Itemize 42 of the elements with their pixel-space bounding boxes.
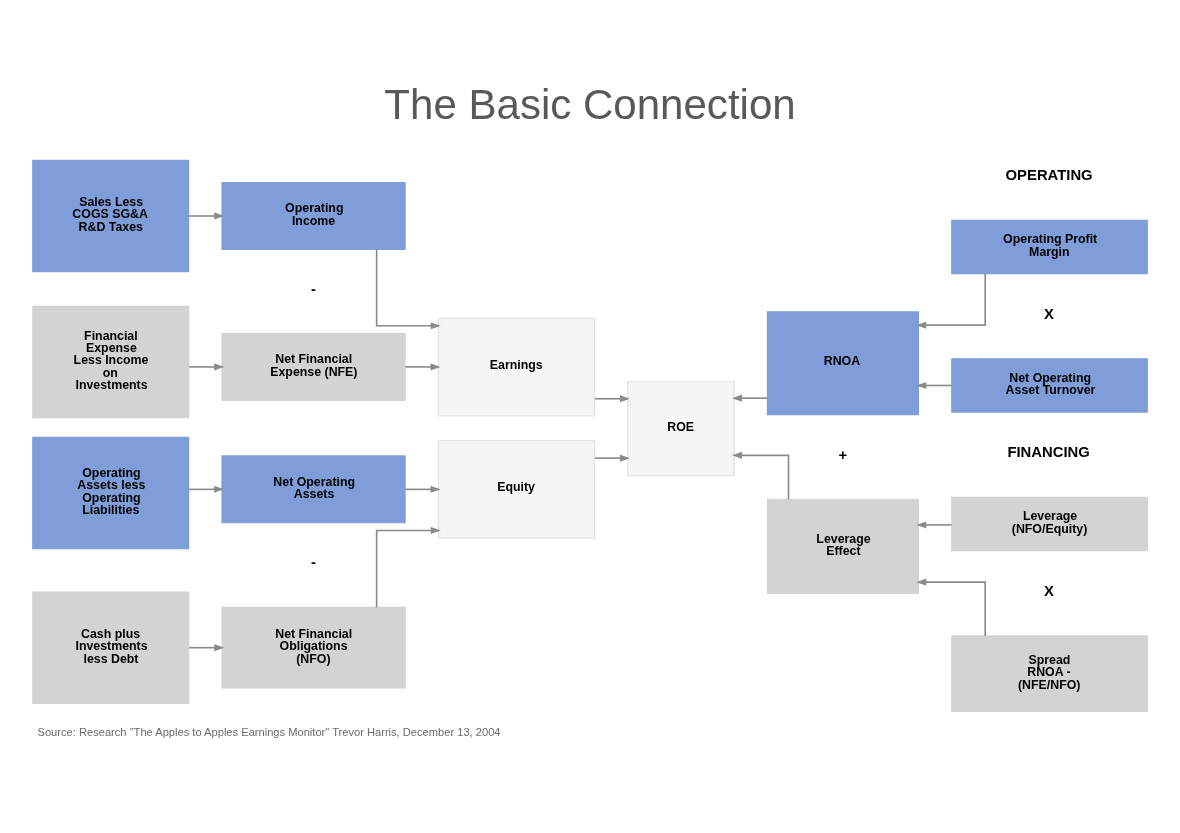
- arrow: [594, 394, 630, 402]
- arrow: [916, 272, 986, 329]
- label: X: [1043, 305, 1054, 322]
- arrow: [732, 394, 768, 402]
- label: +: [838, 446, 848, 463]
- node-box: Spread RNOA - (NFE/NFO): [951, 634, 1148, 712]
- arrow: [916, 381, 953, 389]
- label: -: [311, 280, 317, 297]
- node-box: Cash plus Investments less Debt: [32, 590, 190, 704]
- arrow: [188, 643, 225, 651]
- arrow: [375, 526, 441, 608]
- label: X: [1043, 582, 1054, 599]
- arrow: [404, 362, 441, 370]
- arrow: [731, 451, 790, 500]
- node-box: ROE: [627, 380, 735, 476]
- node-box: Leverage (NFO/Equity): [951, 496, 1148, 551]
- diagram-title: The Basic Connection: [384, 80, 796, 128]
- node-box: Net Operating Assets: [221, 454, 406, 523]
- arrow: [188, 212, 225, 219]
- node-box: Earnings: [437, 316, 595, 416]
- label: -: [311, 553, 317, 570]
- arrow: [188, 362, 225, 370]
- label: OPERATING: [1005, 166, 1093, 183]
- node-box: Financial Expense Less Income on Investments: [32, 305, 190, 418]
- node-box: Net Financial Expense (NFE): [221, 332, 406, 401]
- node-box: Sales Less COGS SG&A R&D Taxes: [32, 159, 190, 272]
- arrow: [916, 578, 986, 637]
- arrow: [916, 520, 953, 528]
- arrow: [404, 485, 441, 493]
- arrow: [188, 485, 225, 493]
- node-box: Leverage Effect: [766, 498, 919, 594]
- label: FINANCING: [1007, 443, 1090, 460]
- caption: Source: Research "The Apples to Apples Earnings Monitor" Trevor Harris, December 13, 2004: [37, 725, 501, 738]
- node-box: Operating Assets less Operating Liabilities: [32, 436, 190, 549]
- node-box: RNOA: [766, 310, 919, 415]
- node-box: Operating Profit Margin: [951, 219, 1148, 274]
- node-box: Operating Income: [221, 181, 406, 250]
- arrow: [594, 454, 630, 462]
- node-box: Net Operating Asset Turnover: [951, 357, 1148, 413]
- node-box: Equity: [437, 439, 595, 539]
- arrow: [375, 248, 441, 329]
- node-box: Net Financial Obligations (NFO): [221, 606, 406, 688]
